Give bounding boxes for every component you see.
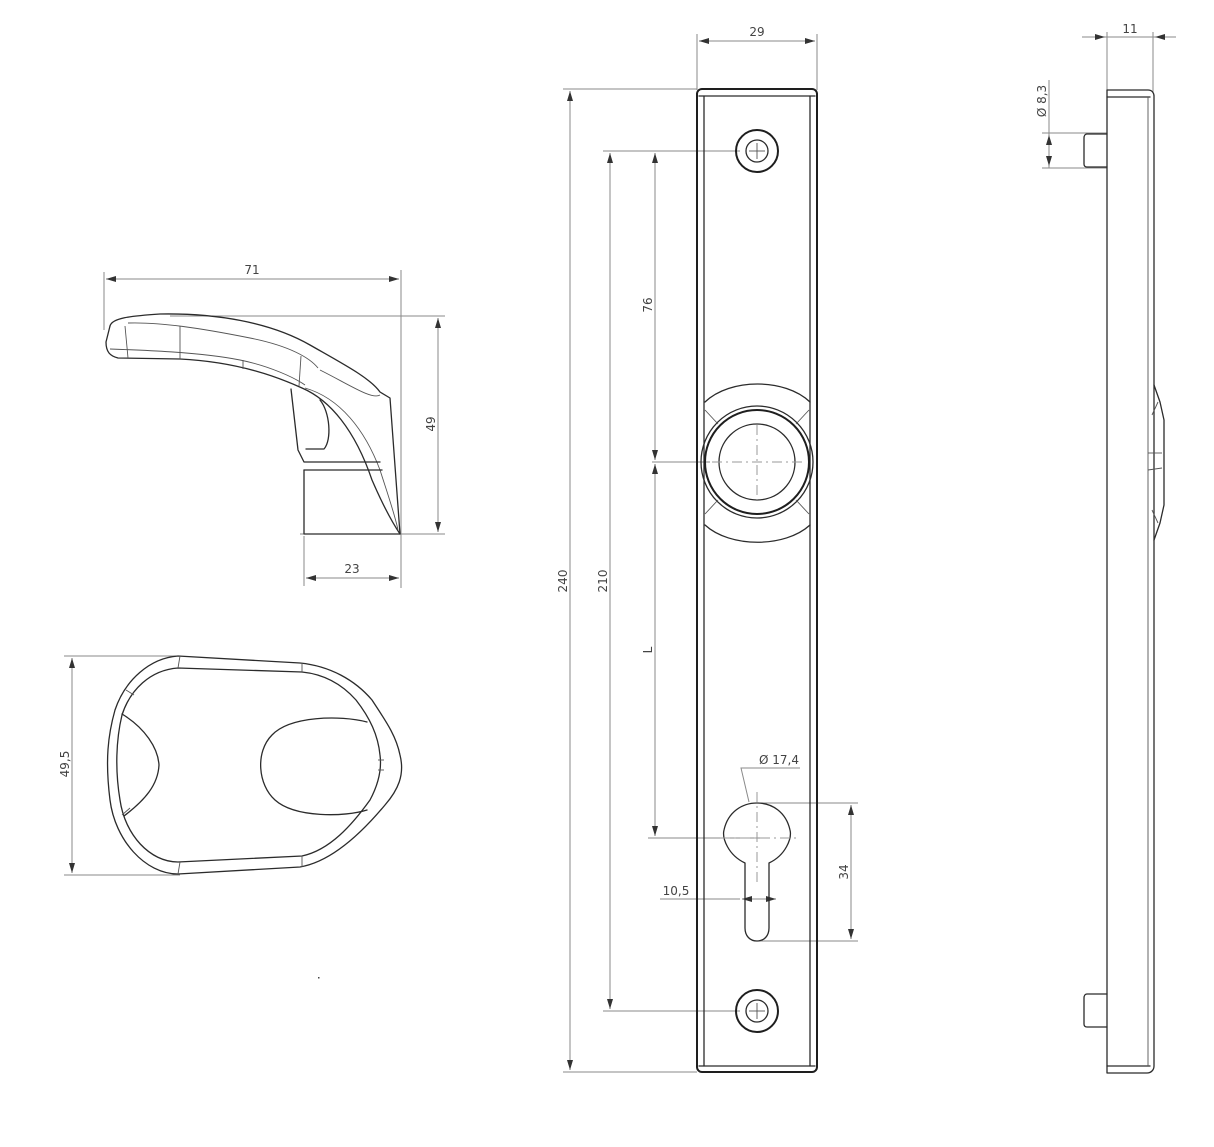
dim-lever-top-width: 49,5 [58,751,72,778]
dim-screw-spacing: 210 [596,570,610,593]
stray-mark [318,977,320,979]
dim-cylinder-slot: 10,5 [663,884,690,898]
dim-cylinder-diameter: Ø 17,4 [759,753,799,767]
dim-plate-thickness: 11 [1122,22,1137,36]
dim-lever-length: 71 [244,263,259,277]
lever-side-view: 71 49 23 [103,263,445,588]
dim-backset: L [641,646,655,653]
dim-plate-width: 29 [749,25,764,39]
dim-pin-diameter: Ø 8,3 [1035,85,1049,117]
dim-handle-to-screw: 76 [641,297,655,312]
dim-lever-height: 49 [424,416,438,431]
plate-front-view: 29 240 210 76 L 34 10,5 Ø 17,4 [556,25,858,1073]
dim-cylinder-height: 34 [837,864,851,879]
dim-lever-base: 23 [344,562,359,576]
plate-side-view: 11 Ø 8,3 [1035,22,1176,1074]
lever-top-view: 49,5 [58,655,403,876]
dim-plate-height: 240 [556,570,570,593]
